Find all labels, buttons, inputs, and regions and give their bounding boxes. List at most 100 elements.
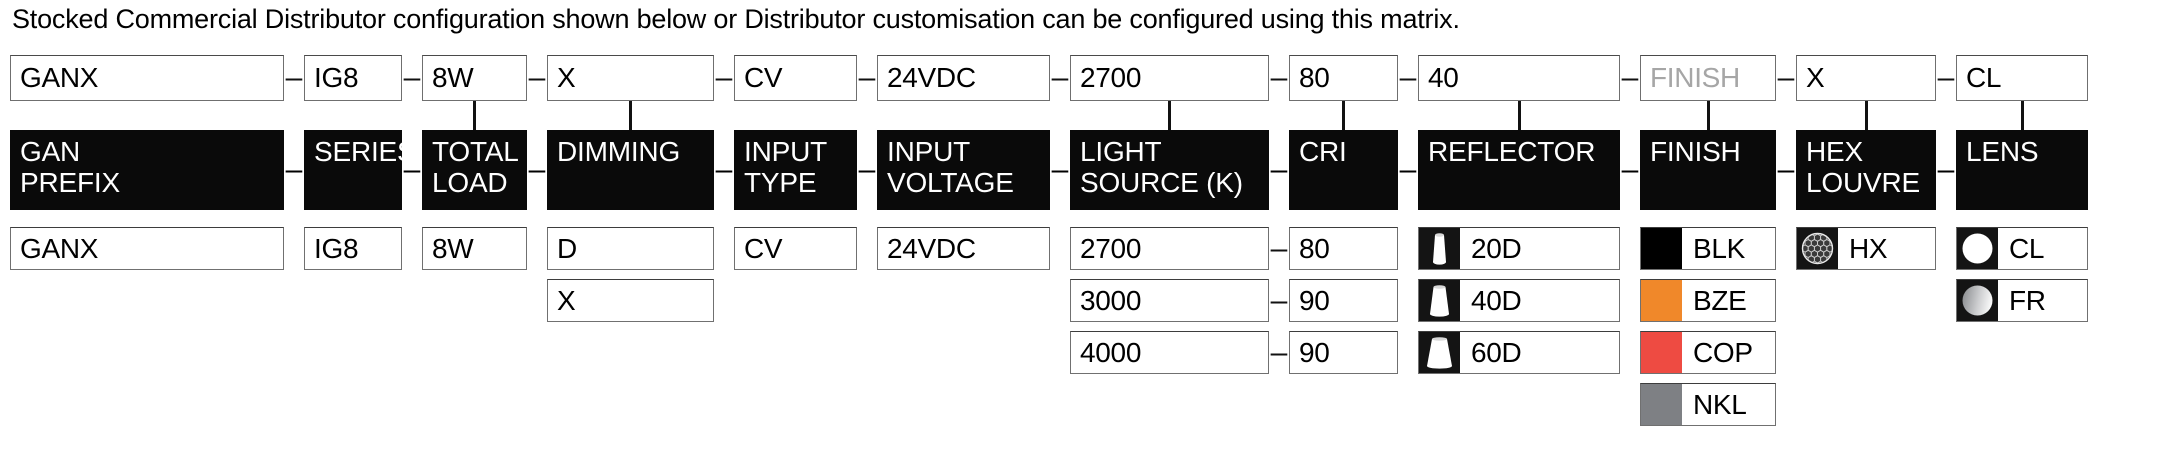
option-separator-spacer (1050, 227, 1070, 270)
option-light_source-3000[interactable]: 3000 (1070, 279, 1269, 322)
code-box-gan_prefix[interactable]: GANX (10, 55, 284, 101)
option-separator-spacer (527, 331, 547, 374)
option-separator-spacer (1936, 383, 1956, 426)
option-label: GANX (20, 232, 99, 264)
connector-tick-icon (1168, 101, 1171, 130)
option-label: 40D (1471, 284, 1522, 316)
option-cri-90[interactable]: 90 (1289, 279, 1398, 322)
column-separator: –– (1620, 55, 1640, 435)
option-separator-spacer (402, 279, 422, 322)
code-box-total_load[interactable]: 8W (422, 55, 527, 101)
option-lens-cl[interactable]: CL (1956, 227, 2088, 270)
option-label: IG8 (314, 232, 359, 264)
code-box-hex_louvre[interactable]: X (1796, 55, 1936, 101)
option-separator-spacer (1936, 279, 1956, 322)
option-hex_louvre-hx[interactable]: HX (1796, 227, 1936, 270)
beam-20-icon (1419, 228, 1460, 269)
option-input_type-cv[interactable]: CV (734, 227, 857, 270)
option-separator-spacer (284, 383, 304, 426)
option-separator-spacer (1776, 227, 1796, 270)
connector-tick-hidden-icon (794, 101, 797, 130)
connector-tick-icon (1342, 101, 1345, 130)
code-box-lens[interactable]: CL (1956, 55, 2088, 101)
option-series-ig8[interactable]: IG8 (304, 227, 402, 270)
option-label: 24VDC (887, 232, 976, 264)
option-finish-cop[interactable]: COP (1640, 331, 1776, 374)
option-input_voltage-24vdc[interactable]: 24VDC (877, 227, 1050, 270)
category-header-reflector: REFLECTOR (1418, 130, 1620, 210)
option-gan_prefix-ganx[interactable]: GANX (10, 227, 284, 270)
code-box-series[interactable]: IG8 (304, 55, 402, 101)
option-total_load-8w[interactable]: 8W (422, 227, 527, 270)
code-separator-dash: – (285, 61, 303, 94)
colour-swatch-blk (1641, 228, 1682, 269)
option-finish-blk[interactable]: BLK (1640, 227, 1776, 270)
option-dimming-x[interactable]: X (547, 279, 714, 322)
option-dimming-d[interactable]: D (547, 227, 714, 270)
code-box-light_source[interactable]: 2700 (1070, 55, 1269, 101)
option-label: COP (1693, 336, 1753, 368)
option-separator-spacer (714, 227, 734, 270)
code-separator-dash: – (1051, 61, 1069, 94)
option-label: 4000 (1080, 336, 1142, 368)
header-separator-dash: – (1051, 153, 1069, 186)
code-separator-dash: – (1399, 61, 1417, 94)
option-separator-spacer (527, 227, 547, 270)
code-separator-dash: – (715, 61, 733, 94)
code-box-cri[interactable]: 80 (1289, 55, 1398, 101)
option-separator-spacer (1776, 279, 1796, 322)
option-reflector-60d[interactable]: 60D (1418, 331, 1620, 374)
option-separator-spacer (1620, 383, 1640, 426)
option-separator-spacer (284, 279, 304, 322)
header-separator-dash: – (403, 153, 421, 186)
code-box-input_type[interactable]: CV (734, 55, 857, 101)
column-separator: –– (714, 55, 734, 435)
code-box-finish[interactable]: FINISH (1640, 55, 1776, 101)
connector-line-hex_louvre (1796, 101, 1936, 130)
option-label: X (557, 284, 576, 316)
connector-tick-icon (1706, 101, 1710, 130)
category-header-series: SERIES (304, 130, 402, 210)
code-box-dimming[interactable]: X (547, 55, 714, 101)
option-separator-spacer (284, 331, 304, 374)
option-label: BLK (1693, 232, 1746, 264)
category-header-hex_louvre: HEX LOUVRE (1796, 130, 1936, 210)
code-separator-dash: – (858, 61, 876, 94)
matrix-column-hex_louvre: X HEX LOUVRE HX (1796, 55, 1936, 279)
header-separator-dash: – (1777, 153, 1795, 186)
code-separator-dash: – (1777, 61, 1795, 94)
header-separator-dash: – (1399, 153, 1417, 186)
option-separator-spacer (284, 227, 304, 270)
colour-swatch-nkl (1641, 384, 1682, 425)
option-separator-spacer (714, 383, 734, 426)
option-finish-bze[interactable]: BZE (1640, 279, 1776, 322)
option-separator-spacer (1398, 227, 1418, 270)
connector-tick-hidden-icon (962, 101, 965, 130)
option-separator-spacer (1936, 331, 1956, 374)
option-separator-spacer (1620, 331, 1640, 374)
option-finish-nkl[interactable]: NKL (1640, 383, 1776, 426)
option-lens-fr[interactable]: FR (1956, 279, 2088, 322)
option-reflector-40d[interactable]: 40D (1418, 279, 1620, 322)
option-separator-spacer (714, 331, 734, 374)
option-cri-90[interactable]: 90 (1289, 331, 1398, 374)
beam-60-icon (1419, 332, 1460, 373)
code-box-reflector[interactable]: 40 (1418, 55, 1620, 101)
column-separator: –– (527, 55, 547, 435)
option-reflector-20d[interactable]: 20D (1418, 227, 1620, 270)
option-light_source-2700[interactable]: 2700 (1070, 227, 1269, 270)
option-cri-80[interactable]: 80 (1289, 227, 1398, 270)
column-separator: ––––– (1269, 55, 1289, 435)
option-label: 90 (1299, 284, 1330, 316)
connector-line-gan_prefix (10, 101, 284, 130)
header-separator-dash: – (1270, 153, 1288, 186)
code-box-input_voltage[interactable]: 24VDC (877, 55, 1050, 101)
category-header-light_source: LIGHT SOURCE (K) (1070, 130, 1269, 210)
option-separator-spacer (1398, 331, 1418, 374)
option-separator-spacer (1050, 383, 1070, 426)
option-light_source-4000[interactable]: 4000 (1070, 331, 1269, 374)
option-label: 2700 (1080, 232, 1142, 264)
